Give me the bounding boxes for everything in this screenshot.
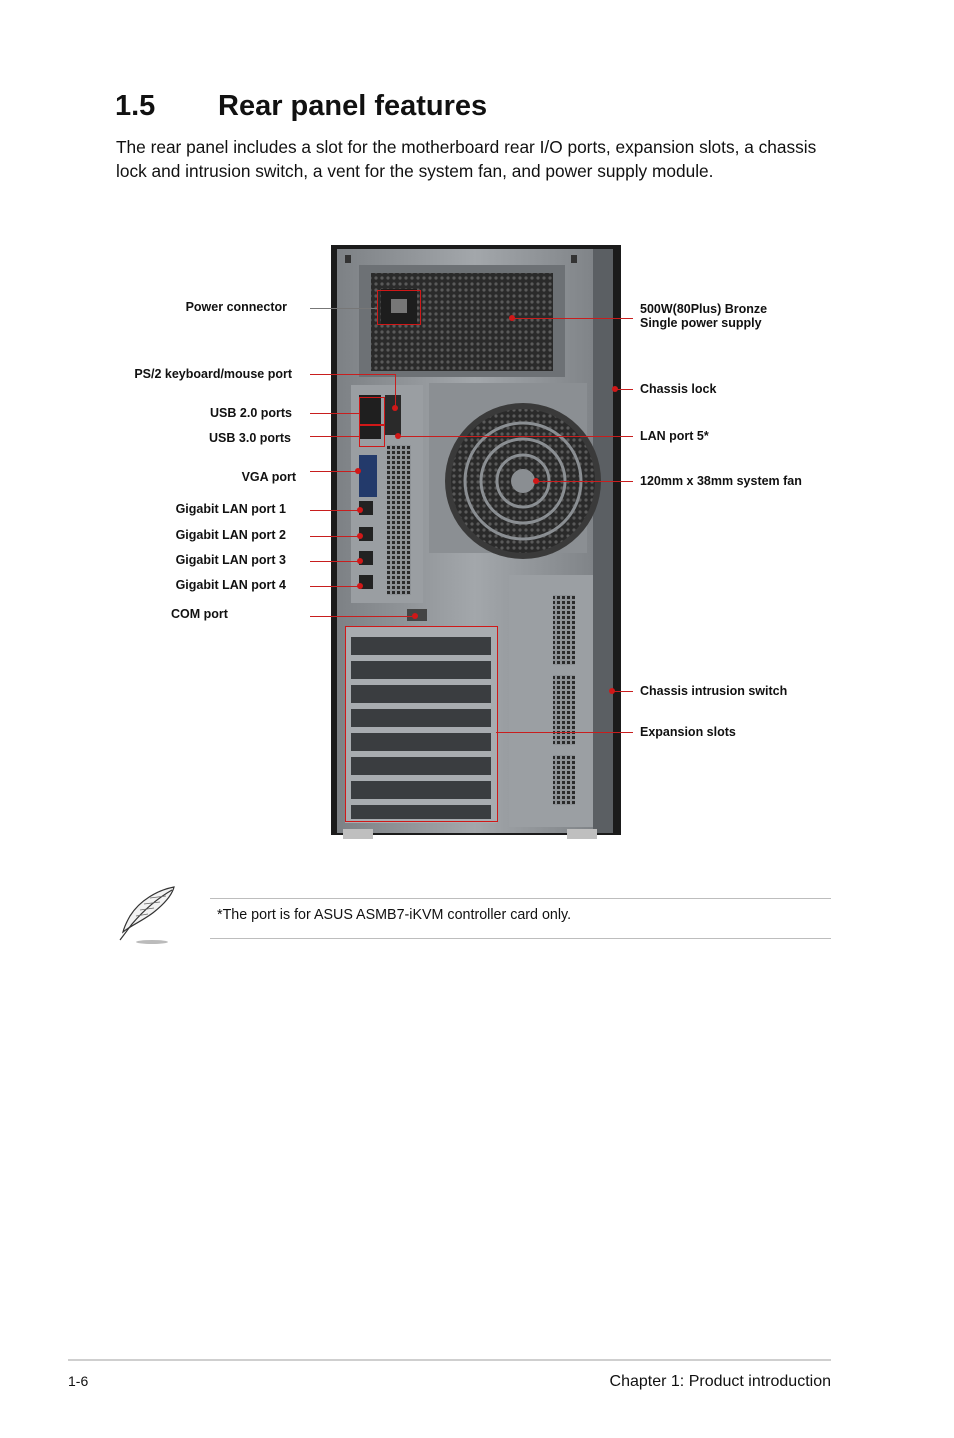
label-usb2-ports: USB 2.0 ports <box>210 406 292 420</box>
section-heading: 1.5 Rear panel features <box>115 90 487 123</box>
dot-ps2-port <box>392 405 398 411</box>
leader-gigabit-lan-1 <box>310 510 360 511</box>
dot-gigabit-lan-1 <box>357 507 363 513</box>
label-usb3-ports: USB 3.0 ports <box>209 431 291 445</box>
note-text: *The port is for ASUS ASMB7-iKVM control… <box>217 907 572 923</box>
footer-rule <box>68 1359 831 1361</box>
label-power-connector: Power connector <box>185 300 287 314</box>
label-system-fan: 120mm x 38mm system fan <box>640 474 802 488</box>
label-gigabit-lan-4: Gigabit LAN port 4 <box>175 578 286 592</box>
dot-gigabit-lan-2 <box>357 533 363 539</box>
leader-ps2-port-vertical <box>395 374 396 408</box>
leader-ps2-port <box>310 374 396 375</box>
page-number: 1-6 <box>68 1373 89 1389</box>
leader-gigabit-lan-2 <box>310 536 360 537</box>
note-top-rule <box>210 898 831 899</box>
label-vga-port: VGA port <box>241 470 296 484</box>
note-bottom-rule <box>210 938 831 939</box>
leader-com-port <box>310 616 415 617</box>
dot-chassis-lock <box>612 386 618 392</box>
label-lan-port-5: LAN port 5* <box>640 429 709 443</box>
power-connector-highlight <box>377 290 421 325</box>
dot-com-port <box>412 613 418 619</box>
label-gigabit-lan-1: Gigabit LAN port 1 <box>175 502 286 516</box>
leader-psu <box>512 318 633 319</box>
dot-gigabit-lan-3 <box>357 558 363 564</box>
chapter-title: Chapter 1: Product introduction <box>609 1373 831 1390</box>
feather-pen-icon <box>119 886 175 944</box>
usb3-highlight <box>359 425 385 447</box>
dot-psu <box>509 315 515 321</box>
label-chassis-intrusion: Chassis intrusion switch <box>640 684 788 698</box>
leader-expansion-slots <box>496 732 633 733</box>
server-rear-panel-illustration <box>331 245 621 839</box>
dot-lan-port-5 <box>395 433 401 439</box>
leader-power-connector <box>310 308 377 309</box>
label-psu-line2: Single power supply <box>640 316 762 330</box>
leader-usb2-ports <box>310 413 359 414</box>
leader-gigabit-lan-4 <box>310 586 360 587</box>
leader-gigabit-lan-3 <box>310 561 360 562</box>
label-psu-line1: 500W(80Plus) Bronze <box>640 302 768 316</box>
leader-chassis-intrusion <box>612 691 633 692</box>
leader-lan-port-5 <box>398 436 633 437</box>
section-title: Rear panel features <box>218 90 488 122</box>
leader-chassis-lock <box>615 389 633 390</box>
leader-vga-port <box>310 471 358 472</box>
dot-gigabit-lan-4 <box>357 583 363 589</box>
section-number: 1.5 <box>115 90 156 122</box>
dot-vga-port <box>355 468 361 474</box>
dot-system-fan <box>533 478 539 484</box>
leader-system-fan <box>536 481 633 482</box>
label-com-port: COM port <box>171 607 228 621</box>
label-ps2-port: PS/2 keyboard/mouse port <box>134 367 292 381</box>
label-gigabit-lan-2: Gigabit LAN port 2 <box>175 528 286 542</box>
leader-usb3-ports <box>310 436 359 437</box>
label-expansion-slots: Expansion slots <box>640 725 736 739</box>
label-chassis-lock: Chassis lock <box>640 382 717 396</box>
expansion-slots-highlight <box>345 626 498 822</box>
label-gigabit-lan-3: Gigabit LAN port 3 <box>175 553 286 567</box>
dot-chassis-intrusion <box>609 688 615 694</box>
usb2-highlight <box>359 397 385 425</box>
intro-paragraph: The rear panel includes a slot for the m… <box>116 137 817 181</box>
